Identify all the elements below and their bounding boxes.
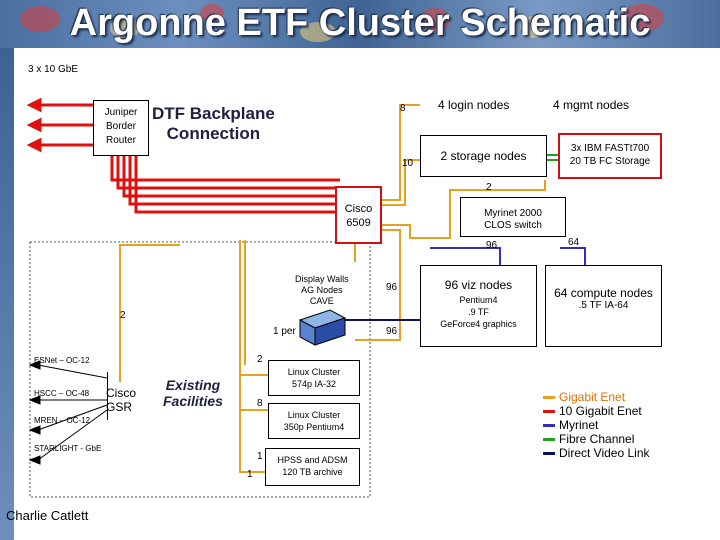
- legend-item-fibre: Fibre Channel: [543, 432, 634, 446]
- esnet-label: ESNet – OC-12: [34, 356, 90, 365]
- linux350-link-count: 8: [257, 398, 263, 409]
- myrinet-viz-count: 96: [486, 240, 498, 251]
- juniper-router-label: Juniper Border Router: [104, 107, 138, 146]
- hpss-link-count-a: 1: [257, 451, 263, 462]
- banner-decoration: [200, 4, 224, 22]
- viz-nodes-label: 96 viz nodes: [444, 278, 513, 292]
- login-nodes-label: 4 login nodes: [438, 98, 510, 112]
- gbe-uplink-label: 3 x 10 GbE: [28, 64, 79, 75]
- side-strip: [0, 48, 14, 540]
- gsr-link-count: 2: [120, 310, 126, 321]
- legend-label: Direct Video Link: [559, 446, 650, 460]
- cisco-gsr-router: Cisco GSR: [106, 372, 138, 420]
- one-per-label: 1 per: [273, 326, 296, 337]
- linux574-label: Linux Cluster 574p IA-32: [287, 367, 341, 389]
- myrinet-switch-box: Myrinet 2000 CLOS switch: [460, 197, 566, 237]
- banner-decoration: [110, 18, 140, 38]
- storage-gige-count: 2: [486, 182, 492, 193]
- mgmt-nodes-label: 4 mgmt nodes: [553, 98, 630, 112]
- storage-link-count: 10: [402, 158, 414, 169]
- hscc-label: HSCC – OC-48: [34, 389, 90, 398]
- video-link-count: 96: [386, 326, 398, 337]
- storage-nodes-label: 2 storage nodes: [440, 149, 527, 163]
- display-link-count: 96: [386, 282, 398, 293]
- viz-nodes-detail: Pentium4 .9 TF GeForce4 graphics: [440, 295, 517, 329]
- display-walls-label: Display Walls AG Nodes CAVE: [295, 274, 349, 306]
- myrinet-links: [430, 247, 586, 265]
- starlight-label: STARLIGHT - GbE: [34, 444, 102, 453]
- myrinet-switch-label: Myrinet 2000 CLOS switch: [484, 208, 542, 231]
- cisco-6509-label: Cisco 6509: [344, 203, 373, 229]
- myrinet-compute-count: 64: [568, 237, 580, 248]
- legend-label: 10 Gigabit Enet: [559, 404, 642, 418]
- compute-nodes-detail: .5 TF IA-64: [578, 300, 629, 311]
- legend-swatch: [543, 396, 555, 400]
- legend-item-10gigabit: 10 Gigabit Enet: [543, 404, 642, 418]
- hpss-archive: HPSS and ADSM 120 TB archive: [265, 448, 360, 486]
- cave-display-icon: [298, 309, 347, 346]
- banner-decoration: [20, 6, 60, 32]
- title-banner: [0, 0, 720, 48]
- banner-decoration: [300, 22, 336, 42]
- cisco-6509-switch: Cisco 6509: [335, 186, 382, 244]
- external-network-links: [28, 360, 108, 465]
- legend-swatch: [543, 452, 555, 456]
- existing-facilities-region: [29, 241, 371, 498]
- compute-nodes-box: 64 compute nodes .5 TF IA-64: [545, 265, 662, 347]
- banner-decoration: [520, 16, 546, 38]
- legend-label: Myrinet: [559, 418, 599, 432]
- viz-nodes-box: 96 viz nodes Pentium4 .9 TF GeForce4 gra…: [420, 265, 537, 347]
- linux-cluster-574p: Linux Cluster 574p IA-32: [268, 360, 360, 396]
- ten-gbe-uplinks: [26, 97, 93, 153]
- linux350-label: Linux Cluster 350p Pentium4: [283, 410, 345, 432]
- legend-item-video: Direct Video Link: [543, 446, 650, 460]
- mren-label: MREN – OC-12: [34, 416, 91, 425]
- legend-label: Gigabit Enet: [559, 390, 626, 404]
- existing-facilities-label: Existing Facilities: [163, 377, 223, 409]
- login-link-count: 8: [400, 103, 406, 114]
- legend-item-myrinet: Myrinet: [543, 418, 598, 432]
- legend-label: Fibre Channel: [559, 432, 635, 446]
- legend-swatch: [543, 410, 555, 414]
- linux574-link-count: 2: [257, 354, 263, 365]
- page-title: Argonne ETF Cluster Schematic: [69, 2, 651, 44]
- banner-decoration: [420, 8, 450, 32]
- compute-nodes-label: 64 compute nodes: [554, 286, 653, 300]
- hpss-label: HPSS and ADSM 120 TB archive: [277, 455, 348, 477]
- fibre-channel-links: [545, 154, 558, 161]
- hpss-link-count-b: 1: [247, 469, 253, 480]
- fastt-storage-label: 3x IBM FASTt700 20 TB FC Storage: [569, 143, 651, 167]
- cisco-gsr-label: Cisco GSR: [106, 386, 137, 414]
- dtf-backplane-label: DTF Backplane Connection: [152, 104, 275, 143]
- gigabit-links: [119, 104, 546, 473]
- legend-item-gigabit: Gigabit Enet: [543, 390, 625, 404]
- legend-swatch: [543, 438, 555, 442]
- banner-decoration: [620, 4, 664, 32]
- legend-swatch: [543, 424, 555, 428]
- author-credit: Charlie Catlett: [6, 508, 89, 523]
- storage-nodes-box: 2 storage nodes: [420, 135, 547, 177]
- ten-gbe-backbone: [110, 150, 340, 214]
- juniper-border-router: Juniper Border Router: [93, 100, 149, 156]
- fastt-storage-box: 3x IBM FASTt700 20 TB FC Storage: [558, 133, 662, 179]
- linux-cluster-350p: Linux Cluster 350p Pentium4: [268, 403, 360, 439]
